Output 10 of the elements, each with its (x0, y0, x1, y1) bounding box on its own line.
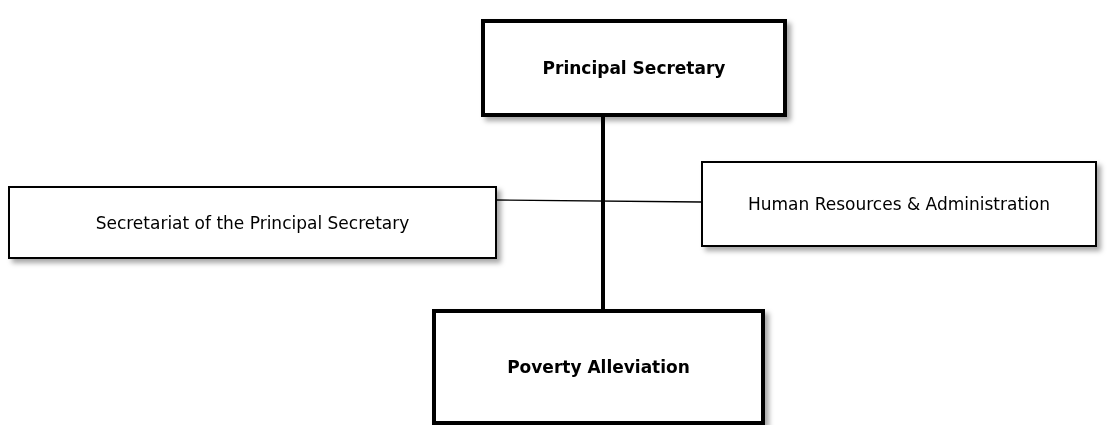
org-box (481, 19, 787, 117)
box-label: Secretariat of the Principal Secretary (94, 212, 411, 233)
box-label: Poverty Alleviation (506, 357, 691, 377)
connector-line (601, 117, 605, 309)
org-box (8, 186, 497, 259)
org-box (432, 309, 765, 425)
org-box (701, 161, 1097, 247)
box-label: Human Resources & Administration (747, 194, 1051, 214)
connector-line (496, 199, 702, 203)
box-label: Principal Secretary (541, 58, 727, 78)
